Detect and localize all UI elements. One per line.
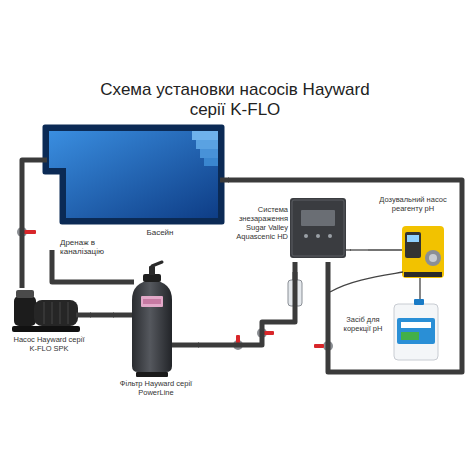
pipe <box>22 160 38 288</box>
control-cable <box>350 249 368 250</box>
reagent-tube <box>419 284 420 296</box>
dosing-pump-picture <box>330 226 444 292</box>
node-label: Басейн <box>130 228 190 237</box>
cell-and-valves <box>17 227 333 351</box>
pipe <box>228 180 462 372</box>
diagram-title: Схема установки насосів Hayward серії K-… <box>85 80 385 121</box>
pipe <box>198 262 295 345</box>
drain-label-wrap: Дренаж в каналізацію <box>60 238 116 257</box>
node-label: Система знезараження Sugar Valley Aquasc… <box>230 206 288 241</box>
pool-picture <box>38 127 229 222</box>
filter-node: Фільтр Hayward серії PowerLine <box>114 264 198 404</box>
reagent-canister <box>394 296 438 360</box>
title-block: Схема установки насосів Hayward серії K-… <box>85 80 385 121</box>
filter-picture <box>113 262 199 377</box>
node-label: Дозувальний насос реагенту pH <box>368 196 458 214</box>
node-label: Насос Hayward серії K-FLO SPK <box>12 336 86 354</box>
dosing-pump-node: Дозувальний насос реагенту pH <box>368 194 460 284</box>
pump-picture <box>12 290 91 332</box>
drain-label: Дренаж в каналізацію <box>60 238 116 257</box>
pipe <box>90 313 114 318</box>
pump-node: Насос Hayward серії K-FLO SPK <box>8 288 90 368</box>
pool-node: Басейн <box>38 118 228 246</box>
disinfection-picture <box>290 198 351 258</box>
node-label: Засіб для корекції pH <box>336 316 390 334</box>
node-label: Фільтр Hayward серії PowerLine <box>116 380 196 398</box>
reagent-node: Засіб для корекції pH <box>336 296 444 364</box>
disinfection-node: Система знезараження Sugar Valley Aquasc… <box>230 196 350 262</box>
